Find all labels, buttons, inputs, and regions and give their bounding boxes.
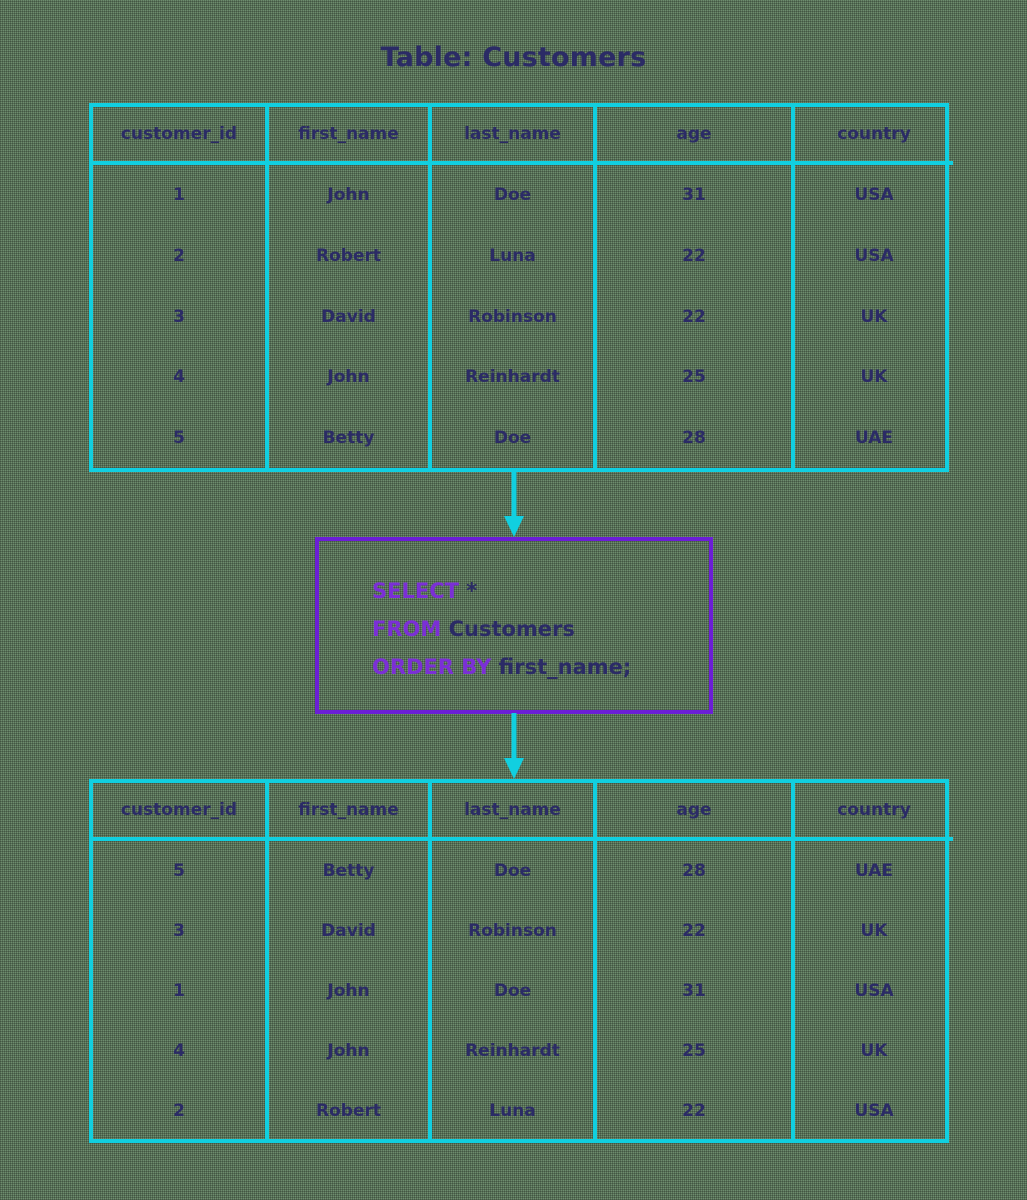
cell-last-name: Doe	[430, 407, 597, 468]
cell-customer-id: 1	[93, 961, 269, 1021]
cell-age: 31	[595, 163, 795, 226]
cell-country: UAE	[854, 427, 894, 448]
table-row: 3 David Robinson 22 UK	[93, 901, 953, 961]
cell-customer-id: 5	[93, 407, 269, 468]
source-table-header: customer_id first_name last_name age cou…	[93, 107, 953, 165]
cell-last-name: Doe	[430, 961, 597, 1021]
table-row: 2 Robert Luna 22 USA	[93, 225, 953, 287]
cell-age: 22	[595, 1081, 795, 1141]
source-table-body: 1 John Doe 31 USA 2 Robert Luna 22 USA 3…	[93, 163, 953, 468]
cell-last-name: Reinhardt	[430, 346, 597, 408]
cell-last-name: Luna	[430, 225, 597, 287]
table-row: 1 John Doe 31 USA	[93, 961, 953, 1021]
sql-select-list: *	[458, 579, 478, 603]
sql-keyword-from: FROM	[372, 617, 442, 641]
table-row: 4 John Reinhardt 25 UK	[93, 346, 953, 408]
cell-last-name: Robinson	[430, 901, 597, 961]
cell-age: 28	[595, 407, 795, 468]
cell-country: UK	[860, 306, 888, 327]
result-table-header: customer_id first_name last_name age cou…	[93, 783, 953, 841]
column-header-country: country	[793, 783, 953, 841]
cell-country: UAE	[854, 861, 894, 881]
cell-country: USA	[854, 185, 894, 206]
sql-line-order-by: ORDER BY first_name;	[372, 648, 631, 686]
cell-age: 22	[595, 901, 795, 961]
column-header-customer-id: customer_id	[93, 107, 269, 165]
cell-last-name: Reinhardt	[430, 1021, 597, 1081]
cell-age: 25	[595, 1021, 795, 1081]
cell-first-name: Robert	[267, 1081, 432, 1141]
sql-query-box: SELECT * FROM Customers ORDER BY first_n…	[315, 537, 713, 714]
column-header-country: country	[793, 107, 953, 165]
table-row: 1 John Doe 31 USA	[93, 163, 953, 226]
cell-country: USA	[854, 1101, 894, 1121]
cell-first-name: John	[267, 1021, 432, 1081]
table-header-row: customer_id first_name last_name age cou…	[93, 107, 953, 165]
cell-age: 22	[595, 225, 795, 287]
cell-customer-id: 3	[93, 901, 269, 961]
cell-country: USA	[854, 981, 894, 1001]
column-header-age: age	[595, 107, 795, 165]
column-header-first-name: first_name	[267, 783, 432, 841]
cell-first-name: John	[267, 346, 432, 408]
cell-customer-id: 2	[93, 1081, 269, 1141]
column-header-age: age	[595, 783, 795, 841]
cell-first-name: John	[267, 163, 432, 226]
cell-age: 25	[595, 346, 795, 408]
cell-last-name: Luna	[430, 1081, 597, 1141]
sql-from-table: Customers	[441, 617, 575, 641]
result-table-body: 5 Betty Doe 28 UAE 3 David Robinson 22 U…	[93, 839, 953, 1141]
cell-customer-id: 3	[93, 286, 269, 347]
sql-line-select: SELECT *	[372, 572, 631, 610]
cell-last-name: Robinson	[430, 286, 597, 347]
sql-query-text: SELECT * FROM Customers ORDER BY first_n…	[372, 572, 631, 686]
cell-first-name: David	[267, 901, 432, 961]
result-table-grid: customer_id first_name last_name age cou…	[93, 783, 953, 1141]
column-header-last-name: last_name	[430, 783, 597, 841]
sql-keyword-select: SELECT	[372, 579, 459, 603]
cell-country: UK	[860, 1041, 888, 1061]
column-header-last-name: last_name	[430, 107, 597, 165]
cell-first-name: Betty	[267, 407, 432, 468]
sql-line-from: FROM Customers	[372, 610, 631, 648]
page-title: Table: Customers	[380, 42, 647, 73]
table-row: 5 Betty Doe 28 UAE	[93, 839, 953, 901]
arrow-down-icon-to-result	[503, 713, 525, 780]
arrow-down-icon-to-query	[503, 472, 525, 538]
cell-customer-id: 2	[93, 225, 269, 287]
sql-order-by-column: first_name;	[491, 655, 632, 679]
cell-age: 28	[595, 839, 795, 901]
cell-first-name: Robert	[267, 225, 432, 287]
column-header-first-name: first_name	[267, 107, 432, 165]
table-row: 3 David Robinson 22 UK	[93, 286, 953, 347]
cell-age: 22	[595, 286, 795, 347]
cell-customer-id: 4	[93, 346, 269, 408]
cell-country: UK	[860, 367, 888, 388]
column-header-customer-id: customer_id	[93, 783, 269, 841]
cell-country: UK	[860, 921, 888, 941]
cell-country: USA	[854, 245, 894, 266]
cell-customer-id: 4	[93, 1021, 269, 1081]
cell-age: 31	[595, 961, 795, 1021]
source-table-grid: customer_id first_name last_name age cou…	[93, 107, 953, 468]
cell-last-name: Doe	[430, 839, 597, 901]
table-row: 2 Robert Luna 22 USA	[93, 1081, 953, 1141]
cell-first-name: David	[267, 286, 432, 347]
source-customers-table: customer_id first_name last_name age cou…	[89, 103, 953, 472]
table-row: 4 John Reinhardt 25 UK	[93, 1021, 953, 1081]
cell-customer-id: 1	[93, 163, 269, 226]
cell-last-name: Doe	[430, 163, 597, 226]
cell-first-name: John	[267, 961, 432, 1021]
result-customers-table: customer_id first_name last_name age cou…	[89, 779, 953, 1143]
sql-keyword-order-by: ORDER BY	[372, 655, 492, 679]
cell-customer-id: 5	[93, 839, 269, 901]
table-header-row: customer_id first_name last_name age cou…	[93, 783, 953, 841]
table-row: 5 Betty Doe 28 UAE	[93, 407, 953, 468]
cell-first-name: Betty	[267, 839, 432, 901]
